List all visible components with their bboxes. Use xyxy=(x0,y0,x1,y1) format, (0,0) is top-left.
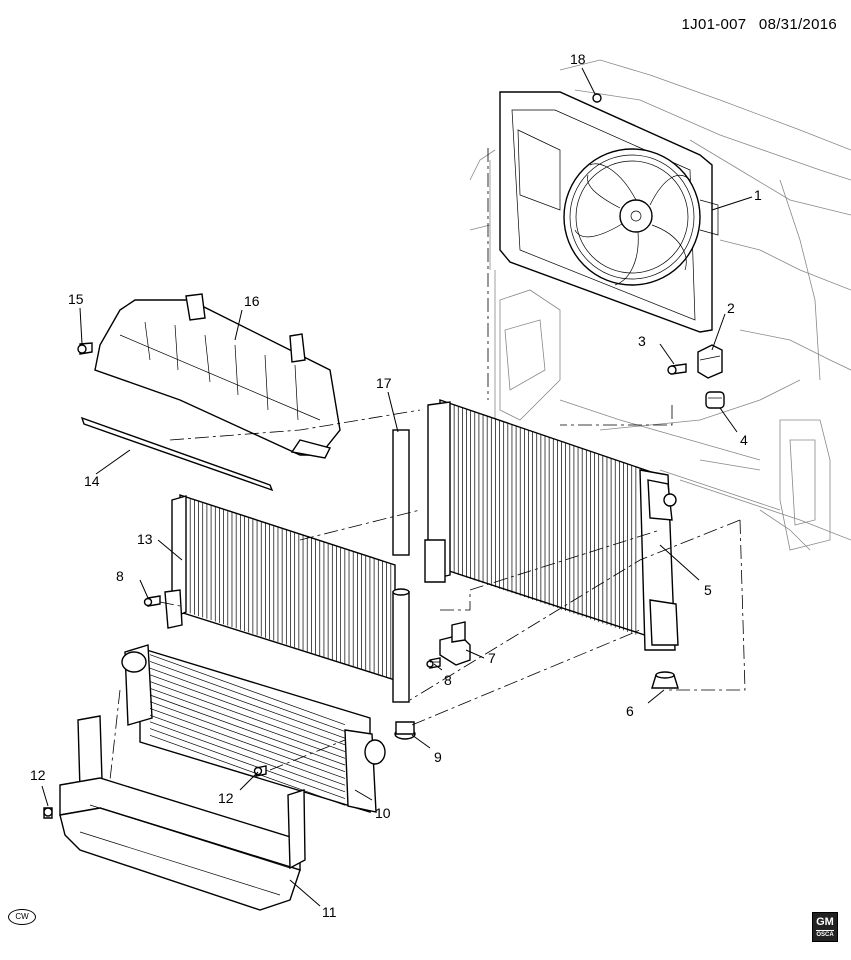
tube-line xyxy=(149,654,346,726)
tube-line xyxy=(149,721,346,793)
bolt-15 xyxy=(77,342,93,355)
callout-8-left: 8 xyxy=(116,568,124,584)
bolt-center xyxy=(426,657,441,669)
callout-7: 7 xyxy=(488,650,496,666)
bolt-18 xyxy=(592,93,602,103)
diagram-header: 1J01-007 08/31/2016 xyxy=(674,16,838,33)
radiator-insulator xyxy=(705,391,725,409)
bolt-12-center xyxy=(253,765,267,777)
radiator xyxy=(424,399,679,651)
upper-air-baffle xyxy=(94,293,341,459)
tube-line xyxy=(149,681,346,752)
gm-logo-subtext: OSCA xyxy=(816,930,834,938)
bracket-bolt xyxy=(667,363,687,375)
seal-strip xyxy=(80,416,274,492)
lower-bracket xyxy=(439,621,471,666)
bolt-12-left xyxy=(43,807,53,819)
air-deflector xyxy=(59,715,306,911)
callout-2: 2 xyxy=(727,300,735,316)
callout-10: 10 xyxy=(375,805,391,821)
condenser xyxy=(164,494,396,681)
tube-line xyxy=(149,714,346,786)
lower-insulator xyxy=(651,671,679,689)
callout-15: 15 xyxy=(68,291,84,307)
tube-line xyxy=(149,728,346,799)
insulator-9 xyxy=(394,721,416,740)
callout-5: 5 xyxy=(704,582,712,598)
rotation-mark: CW xyxy=(8,909,36,925)
callout-13: 13 xyxy=(137,531,153,547)
upper-bracket xyxy=(697,344,723,379)
callout-4: 4 xyxy=(740,432,748,448)
assembly-lines xyxy=(109,148,746,781)
callout-8-center: 8 xyxy=(444,672,452,688)
tube-line xyxy=(149,701,346,773)
tube-line xyxy=(149,734,346,806)
leader-lines xyxy=(41,67,753,907)
tube-line xyxy=(149,687,346,759)
bolt-left xyxy=(143,595,161,607)
foam-seal xyxy=(392,429,410,703)
gm-logo-text: GM xyxy=(816,916,834,928)
callout-11: 11 xyxy=(322,904,337,920)
callout-14: 14 xyxy=(84,473,100,489)
callout-9: 9 xyxy=(434,749,442,765)
callout-12-left: 12 xyxy=(30,767,46,783)
callout-18: 18 xyxy=(570,51,586,67)
fan-shroud-assembly xyxy=(499,91,719,333)
gm-logo: GM OSCA xyxy=(812,912,838,942)
tube-line xyxy=(149,708,346,779)
diagram-code: 1J01-007 xyxy=(681,16,747,33)
tube-line xyxy=(149,661,346,732)
callout-6: 6 xyxy=(626,703,634,719)
tube-line xyxy=(149,674,346,746)
callout-17: 17 xyxy=(376,375,392,391)
callouts: 1 2 3 4 5 6 7 8 8 9 10 11 12 12 13 14 15… xyxy=(30,51,762,920)
vehicle-body-outline xyxy=(469,59,851,551)
charge-air-cooler xyxy=(121,644,386,813)
callout-1: 1 xyxy=(754,187,762,203)
callout-3: 3 xyxy=(638,333,646,349)
diagram-date: 08/31/2016 xyxy=(758,16,837,33)
callout-16: 16 xyxy=(244,293,260,309)
tube-line xyxy=(149,667,346,739)
callout-12-center: 12 xyxy=(218,790,234,806)
